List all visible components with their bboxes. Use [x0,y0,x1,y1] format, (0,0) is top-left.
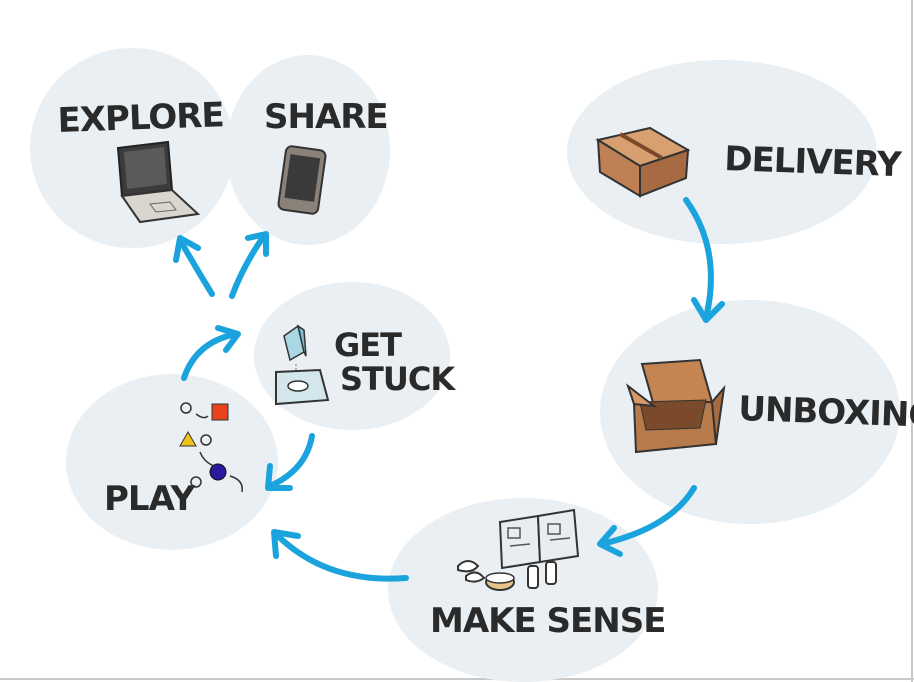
manual-and-parts-icon [457,508,580,591]
shapes-sequence-icon [179,402,243,493]
laptop-icon [116,140,201,224]
open-box-icon [626,358,726,454]
make-sense-bubble [388,498,658,682]
stage-label-explore: EXPLORE [57,95,224,141]
arrow-get-stuck-to-play [267,433,315,489]
smartphone-icon [277,145,327,215]
get-stuck-line-1: GET [334,326,402,364]
arrow-unboxing-to-make-sense [599,485,697,547]
stuck-block-icon [275,324,330,406]
stage-label-share: SHARE [264,97,388,137]
stage-label-delivery: DELIVERY [724,139,903,185]
arrow-to-explore [177,237,215,297]
arrow-delivery-to-unboxing [683,197,714,321]
delivery-bubble [567,60,877,244]
arrow-to-share [229,233,267,299]
stage-label-get-stuck: GET STUCK [334,326,456,398]
stage-label-unboxing: UNBOXING [738,389,914,436]
flow-arrows [173,197,725,582]
arrow-make-sense-to-play [273,531,409,582]
stage-label-make-sense: MAKE SENSE [430,601,665,641]
play-bubble [66,374,278,550]
arrow-play-to-get-stuck [181,331,239,381]
unboxing-bubble [600,300,900,524]
stage-label-play: PLAY [104,479,196,519]
cardboard-box-icon [595,126,691,198]
get-stuck-line-2: STUCK [340,360,456,398]
